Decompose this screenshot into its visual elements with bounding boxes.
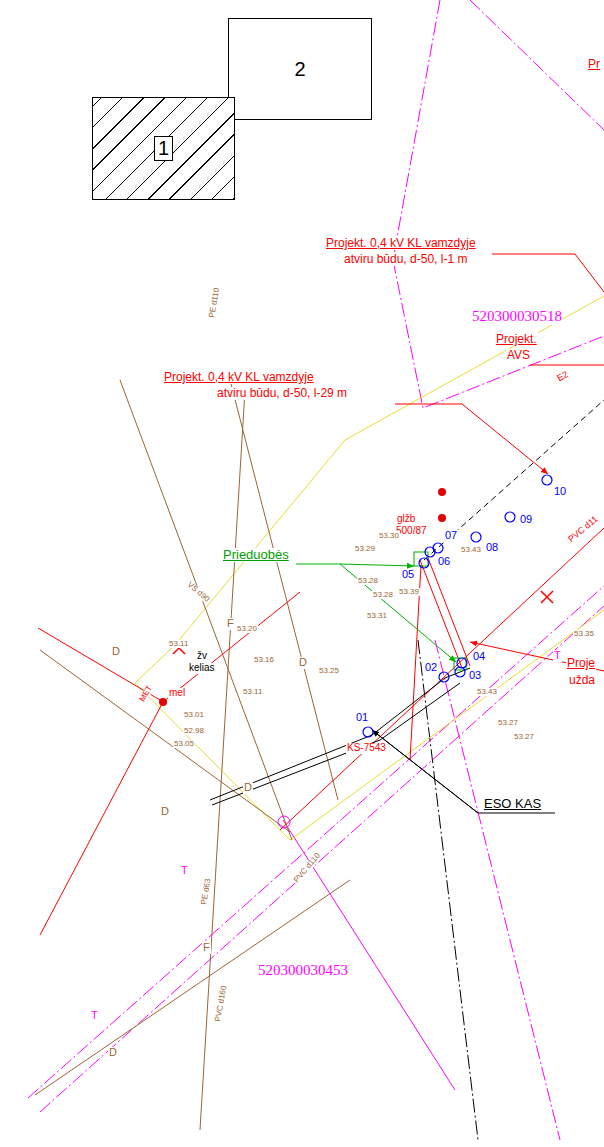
box-label: KS-7543	[346, 743, 387, 754]
elevation: 53.20	[236, 625, 258, 633]
elevation: 53.27	[513, 733, 535, 741]
elevation: 53.43	[476, 688, 498, 696]
point-number: 05	[401, 569, 415, 581]
point-number: 06	[437, 556, 451, 568]
line-label: E2	[555, 369, 571, 384]
line-letter: T	[90, 1010, 99, 1022]
elevation: 52.98	[183, 727, 205, 735]
point-number: 01	[355, 712, 369, 724]
parcel-number: 520300030518	[471, 309, 563, 325]
elevation: 53.29	[354, 545, 376, 553]
point-number: 09	[519, 514, 533, 526]
elevation: 53.01	[183, 711, 205, 719]
pipe-label: VS d90	[185, 580, 212, 605]
line-letter: D	[243, 782, 253, 794]
pipe-label: PVC d11	[566, 514, 601, 545]
callout-text: Prieduobės	[222, 548, 290, 562]
line-letter: T	[180, 865, 189, 877]
callout-text: atviru būdu, d-50, l-1 m	[343, 253, 468, 266]
callout-text: atviru būdu, d-50, l-29 m	[216, 387, 348, 400]
plot-box: 2	[228, 18, 372, 120]
callout-text: Projekt. 0,4 kV KL vamzdyje	[325, 237, 477, 250]
pipe-label: PVC d110	[292, 851, 323, 885]
elevation: 53.11	[242, 688, 263, 696]
callout-text: Projekt.	[495, 333, 538, 346]
callout-text: užda	[568, 674, 596, 687]
hatched-plot-box: 1	[92, 97, 235, 200]
point-number: 03	[468, 670, 482, 682]
elevation: 53.11	[168, 640, 189, 648]
callout-text: Pr	[587, 58, 601, 71]
line-letter: D	[111, 646, 121, 658]
pipe-label: PVC d160	[214, 984, 229, 1023]
line-letter: F	[226, 618, 235, 630]
line-letter: T	[553, 650, 562, 662]
elevation: 53.30	[378, 532, 400, 540]
elevation: 53.43	[460, 546, 482, 554]
callout-text: ESO KAS	[483, 797, 542, 811]
road-label: kelias	[188, 663, 216, 674]
pipe-label: PE d63	[200, 877, 213, 906]
elevation: 53.28	[357, 577, 379, 585]
well-label: glžb	[396, 514, 416, 525]
elevation: 53.35	[573, 630, 595, 638]
line-letter: F	[202, 942, 211, 954]
plot-number: 2	[294, 58, 305, 81]
point-number: 02	[424, 662, 438, 674]
line-letter: D	[108, 1047, 118, 1059]
elevation: 53.16	[253, 656, 275, 664]
line-letter: D	[160, 806, 170, 818]
point-number: 07	[444, 530, 458, 542]
well-label: mel	[168, 688, 186, 699]
point-number: 10	[553, 486, 567, 498]
line-letter: D	[298, 657, 308, 669]
elevation: 53.28	[372, 591, 394, 599]
elevation: 53.25	[318, 667, 340, 675]
plot-number: 1	[154, 136, 173, 161]
parcel-number: 520300030453	[257, 963, 349, 979]
elevation: 53.31	[366, 612, 388, 620]
callout-text: Proje	[566, 657, 596, 670]
elevation: 53.27	[497, 719, 519, 727]
road-label: žv	[196, 651, 208, 662]
elevation: 53.39	[398, 588, 420, 596]
callout-text: Projekt. 0,4 kV KL vamzdyje	[163, 371, 315, 384]
pipe-label: PE d110	[208, 286, 222, 319]
elevation: 53.05	[173, 740, 195, 748]
point-number: 08	[485, 542, 499, 554]
callout-text: AVS	[506, 349, 531, 362]
point-number: 04	[472, 651, 486, 663]
